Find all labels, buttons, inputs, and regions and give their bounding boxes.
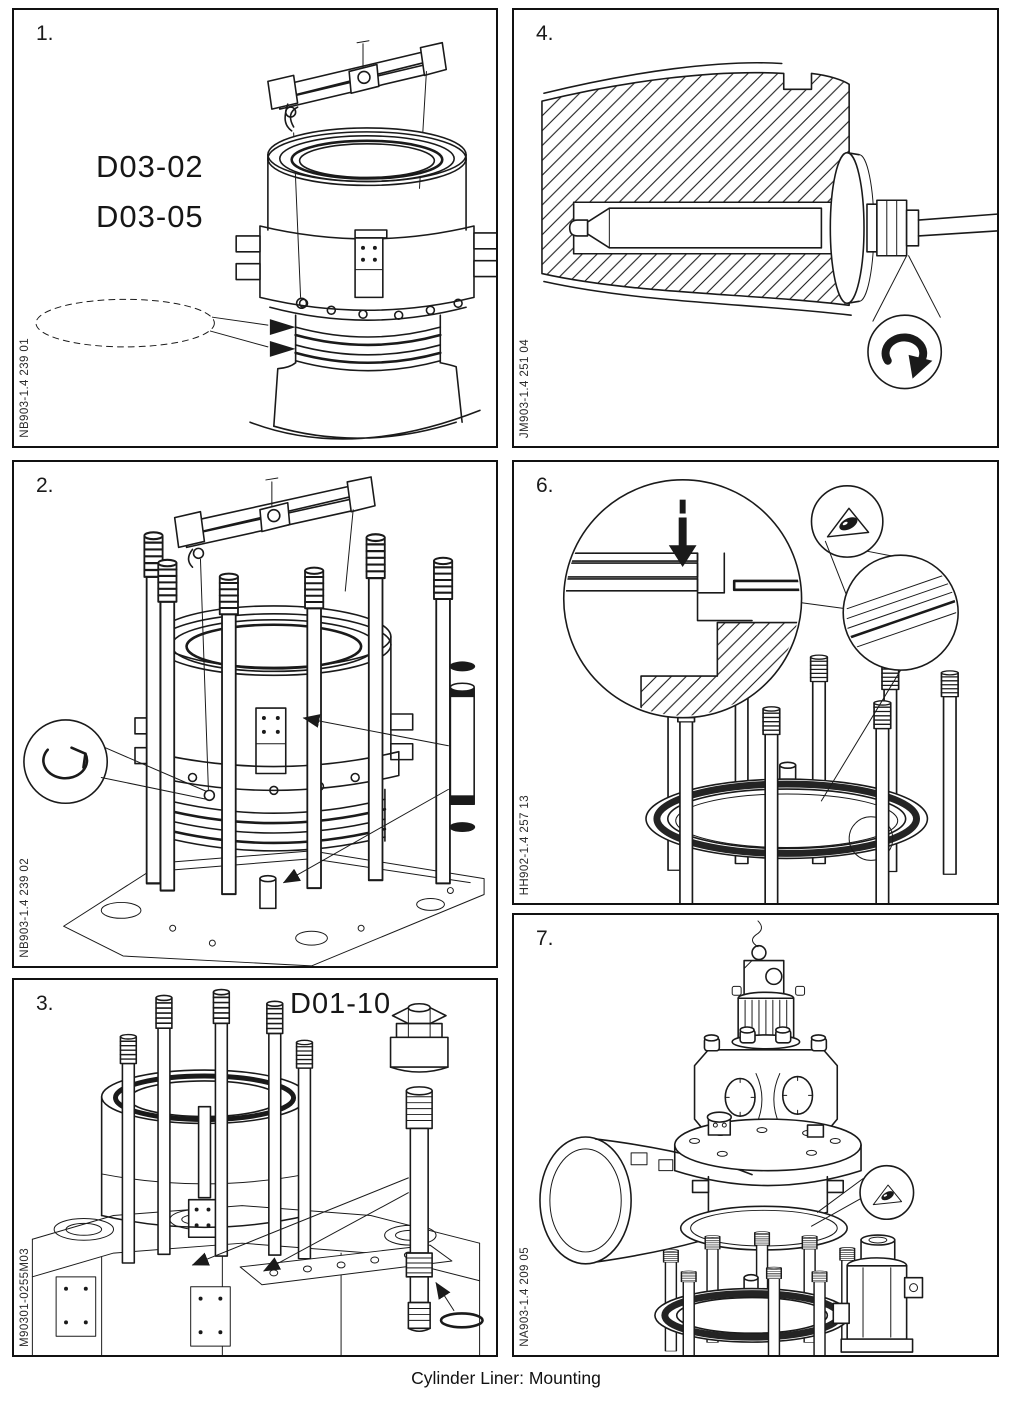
tighten-callout xyxy=(867,255,943,390)
panel-6-figure-code: HH902-1.4 257 13 xyxy=(519,794,531,895)
panel-7-figure-code: NA903-1.4 209 05 xyxy=(519,1247,531,1347)
clockwise-rotation-arrow-icon xyxy=(881,333,933,379)
ref-label-d03-05: D03-05 xyxy=(96,199,204,234)
long-stud xyxy=(405,1086,433,1333)
cylinder-liner xyxy=(235,127,496,440)
panel-2-number: 2. xyxy=(36,474,54,497)
panel-1-number: 1. xyxy=(36,22,54,45)
hydraulic-tensioning-tool xyxy=(832,1234,924,1353)
protection-cap xyxy=(389,1002,449,1073)
panel-4-illustration-stud-installation xyxy=(541,61,997,390)
dowel-sleeve-with-o-rings xyxy=(282,661,476,884)
panel-1-ref-labels: D03-02 D03-05 xyxy=(96,142,204,242)
loosen-callout xyxy=(23,719,207,805)
sealant-callout xyxy=(810,1164,915,1227)
page-caption: Cylinder Liner: Mounting xyxy=(411,1368,601,1388)
stud-position-leader-2 xyxy=(263,1192,409,1272)
panel-7-illustration-head-mounting xyxy=(539,920,924,1355)
cylinder-head-assembly xyxy=(673,920,862,1237)
panel-2: 2. NB903-1.4 239 02 xyxy=(12,460,498,968)
panel-4: 4. JM903-1.4 251 04 xyxy=(512,8,999,448)
lubricant-callout xyxy=(810,484,910,598)
panel-3-figure-code: M90301-0255M03 xyxy=(19,1248,31,1347)
engine-block-section xyxy=(541,61,852,316)
press-down-arrow-icon xyxy=(668,499,697,568)
ref-label-d03-02: D03-02 xyxy=(96,149,204,184)
panel-4-number: 4. xyxy=(536,22,554,45)
panel-6: 6. HH902-1.4 257 13 xyxy=(512,460,999,905)
counterclockwise-rotation-arrow-icon xyxy=(42,746,89,780)
panel-1: 1. NB903-1.4 239 01 D03-02 D03-05 xyxy=(12,8,498,448)
panel-3-illustration-stud-fitting xyxy=(31,988,484,1355)
stud-position-leader-1 xyxy=(191,1177,409,1266)
panel-1-figure-code: NB903-1.4 239 01 xyxy=(19,338,31,438)
panel-7-number: 7. xyxy=(536,927,554,950)
lifting-beam xyxy=(267,40,448,310)
panel-4-figure-code: JM903-1.4 251 04 xyxy=(519,338,531,438)
sealing-ring-callout xyxy=(35,298,296,357)
panel-2-figure-code: NB903-1.4 239 02 xyxy=(19,858,31,958)
lifting-beam xyxy=(173,476,376,802)
o-ring-callout xyxy=(435,1281,484,1329)
head-cap-nuts xyxy=(703,1026,828,1052)
ring-layers-detail-circle xyxy=(801,554,959,802)
groove-section-detail-circle xyxy=(562,479,803,719)
cylinder-head-stud xyxy=(568,207,823,249)
panel-6-illustration-sealing-ring-detail xyxy=(562,479,959,903)
panel-1-illustration-liner-lifting xyxy=(35,40,496,440)
panel-3-number: 3. xyxy=(36,992,54,1015)
ref-label-d01-10: D01-10 xyxy=(290,988,392,1020)
sealing-ring xyxy=(645,761,929,861)
panel-7: 7. NA903-1.4 209 05 xyxy=(512,913,999,1357)
panel-3: 3. M90301-0255M03 D01-10 xyxy=(12,978,498,1357)
panel-2-illustration-liner-lowering xyxy=(23,476,485,966)
panel-6-number: 6. xyxy=(536,474,554,497)
cylinder-head-studs xyxy=(119,988,314,1264)
stud-setting-tool xyxy=(829,151,997,305)
deck-dowel-pin xyxy=(259,874,277,910)
